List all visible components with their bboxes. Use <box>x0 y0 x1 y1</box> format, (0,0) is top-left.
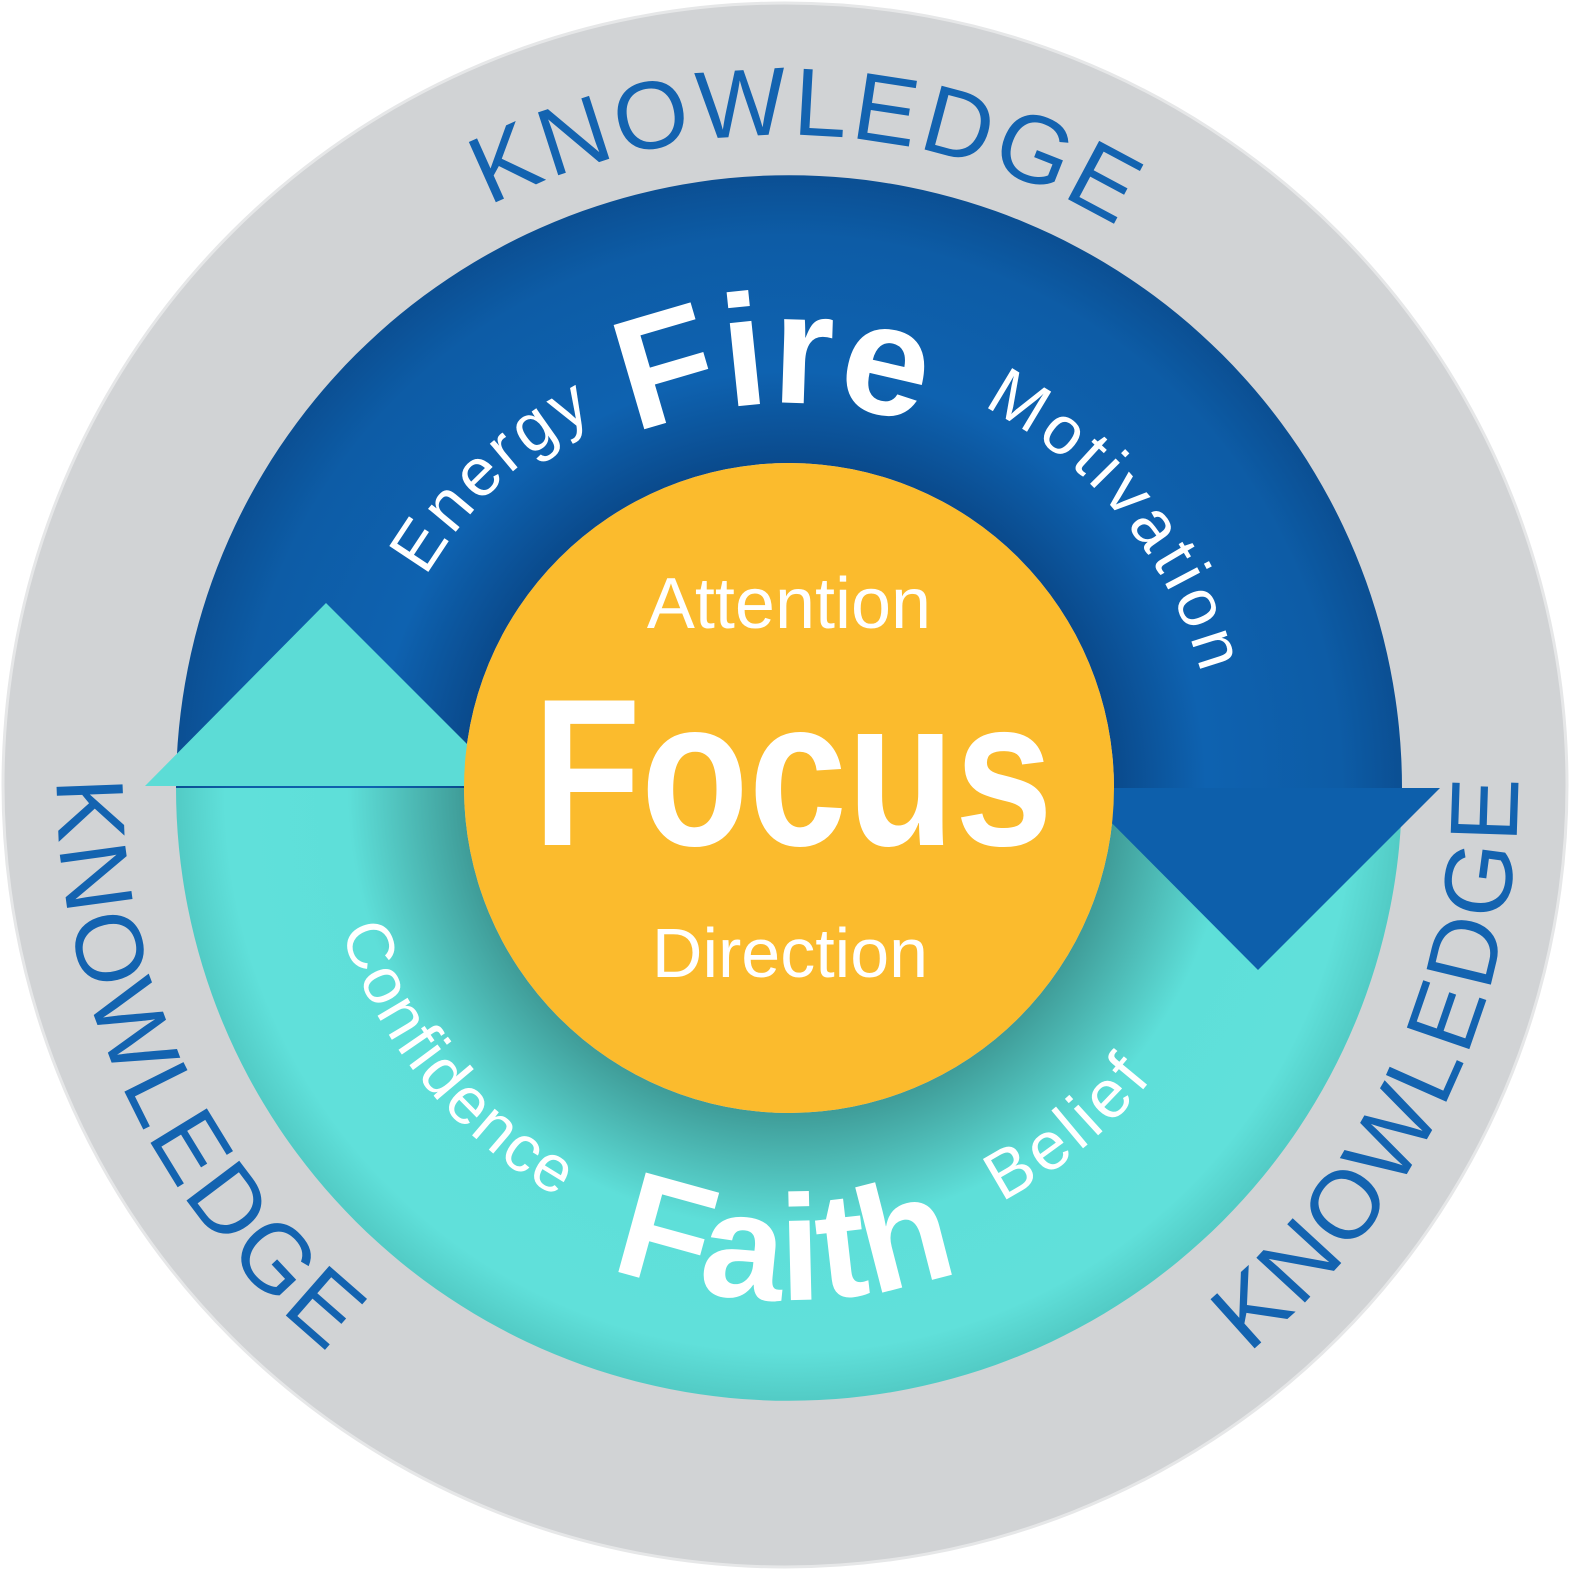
focus-circle <box>464 463 1114 1113</box>
focus-title: Focus <box>533 655 1053 890</box>
fire-arrowhead <box>1077 788 1440 970</box>
faith-title: Faith <box>600 1138 969 1333</box>
attention-label: Attention <box>647 564 931 644</box>
fire-arc <box>176 175 1402 788</box>
faith-arrowhead <box>145 603 509 786</box>
faith-arc <box>176 788 1402 1401</box>
direction-label: Direction <box>652 914 928 992</box>
